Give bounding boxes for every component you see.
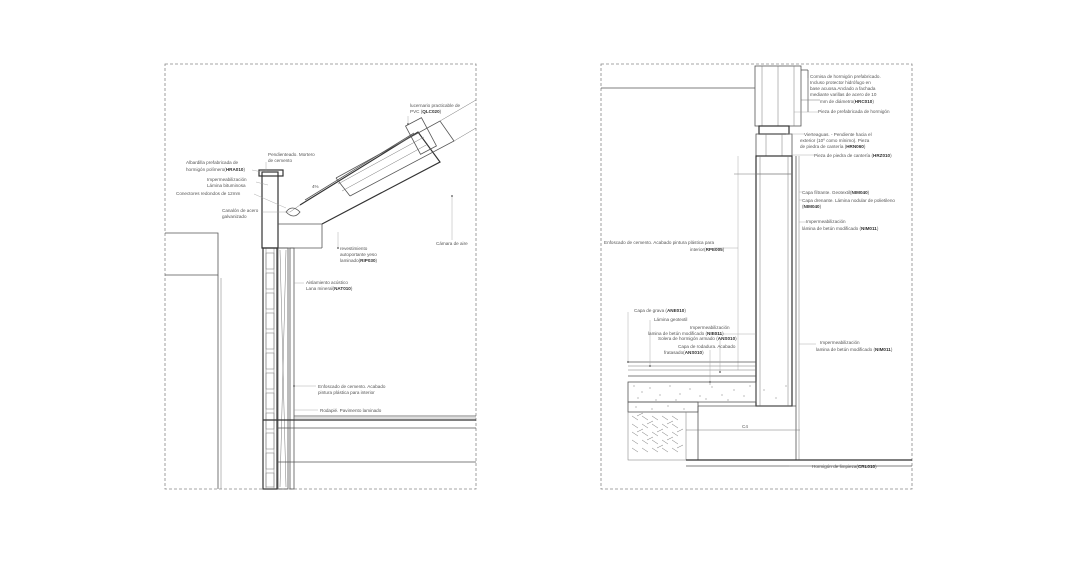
right-soil-hatch xyxy=(627,411,687,461)
right-gravel-fill xyxy=(633,383,787,410)
svg-text:(NIM040): (NIM040) xyxy=(802,204,822,209)
svg-text:de cemento: de cemento xyxy=(268,158,292,163)
svg-text:4%: 4% xyxy=(312,184,319,189)
label-gravel: Capa de grava (ANE010) xyxy=(634,308,686,313)
svg-text:laminado(RIP030): laminado(RIP030) xyxy=(340,258,378,263)
left-wall-section xyxy=(262,247,295,490)
svg-text:lamina de betún modificado (NI: lamina de betún modificado (NIM011) xyxy=(816,347,893,352)
label-wear-layer: Capa de rodadura. Acabado xyxy=(678,344,736,349)
svg-text:mediante varillas de acero de: mediante varillas de acero de 10 xyxy=(810,92,877,97)
label-slab: Solera de hormigón armado (ANS010) xyxy=(658,336,737,341)
svg-text:autoportante yeso: autoportante yeso xyxy=(340,252,377,257)
left-detail-roof-skylight: 4% lucernario practicable de PVC (QLC020… xyxy=(164,63,477,490)
svg-text:lámina de betún modificado (NI: lámina de betún modificado (NIM011) xyxy=(802,226,879,231)
label-gutter: Canalón de acero xyxy=(222,208,259,213)
label-connectors: Conectores redondos de 12mm xyxy=(176,191,241,196)
label-coping: Albardilla prefabricada de xyxy=(186,160,239,165)
label-geotextile: Lámina geotextil xyxy=(654,317,687,322)
label-slope-mortar: Pendienteado. Mortero xyxy=(268,152,315,157)
label-render: Enfoscado de cemento. Acabado xyxy=(318,384,386,389)
label-insulation: Aislamiento acústico xyxy=(306,280,348,285)
right-detail-wall-foundation: C4 xyxy=(600,63,913,490)
svg-text:Lana mineral(NAT010): Lana mineral(NAT010) xyxy=(306,286,353,291)
svg-text:hormigón polímero(HRA010): hormigón polímero(HRA010) xyxy=(186,167,245,172)
left-frame xyxy=(164,63,477,490)
svg-text:exterior (10º como mínimo). Pi: exterior (10º como mínimo). Pieza xyxy=(800,138,870,143)
svg-text:lamina de betún modificado (NI: lamina de betún modificado (NIE011) xyxy=(648,331,724,336)
label-waterproofing: Impermeabilización xyxy=(207,177,247,182)
svg-text:mm de diámetro(HRC010): mm de diámetro(HRC010) xyxy=(820,99,874,104)
svg-text:galvanizado: galvanizado xyxy=(222,214,247,219)
svg-text:interior(RPE005): interior(RPE005) xyxy=(690,247,725,252)
label-waterproof-bottom: Impermeabilización xyxy=(820,340,860,345)
label-waterproof-top: Impermeabilización xyxy=(806,219,846,224)
label-stone-piece: Pieza de piedra de cantería (HRZ010) xyxy=(814,153,892,158)
label-cornice: Cornisa de hormigón prefabricado. xyxy=(810,74,881,79)
svg-text:fratasado(ANS010): fratasado(ANS010) xyxy=(664,350,704,355)
svg-text:pintura plástica para interior: pintura plástica para interior xyxy=(318,390,375,395)
right-annotations: Cornisa de hormigón prefabricado. Inclus… xyxy=(604,74,895,469)
svg-text:PVC (QLC020): PVC (QLC020) xyxy=(410,109,442,114)
left-skylight: 4% xyxy=(289,99,477,225)
left-leader-lines xyxy=(251,116,453,411)
right-retaining-wall xyxy=(734,155,800,460)
left-floor-slab xyxy=(263,415,476,463)
label-air-chamber: Cámara de aire xyxy=(436,241,468,246)
svg-text:Lámina bituminosa: Lámina bituminosa xyxy=(207,183,246,188)
left-annotations: lucernario practicable de PVC (QLC020) P… xyxy=(176,103,468,413)
svg-text:de piedra de cantería (HRN060): de piedra de cantería (HRN060) xyxy=(800,144,866,149)
right-frame xyxy=(600,63,913,490)
label-render-right: Enfoscado de cemento. Acabado pintura pl… xyxy=(604,240,715,245)
label-drip: Vierteaguas. - Pendiente hacia el xyxy=(804,132,872,137)
svg-text:base acuosa.Anclado a fachada: base acuosa.Anclado a fachada xyxy=(810,86,876,91)
label-skirting: Rodapié. Pavimento laminado xyxy=(320,408,382,413)
svg-text:Incluso protector hidrófugo en: Incluso protector hidrófugo en xyxy=(810,80,871,85)
label-precast-piece: Pieza de prefabricada de hormigón xyxy=(818,109,890,114)
label-waterproof-mid: Impermeabilización xyxy=(690,325,730,330)
svg-text:C4: C4 xyxy=(742,424,748,429)
left-exterior-outline xyxy=(165,232,219,276)
label-skylight: lucernario practicable de xyxy=(410,103,460,108)
label-cladding: revestimiento xyxy=(340,246,368,251)
right-leader-lines xyxy=(627,78,818,467)
left-parapet xyxy=(258,169,323,249)
label-drain-layer: Capa drenante. Lámina nodular de polieti… xyxy=(802,198,895,203)
right-floor-layers: C4 xyxy=(627,361,800,460)
label-blinding: Hormigón de limpieza(CRL010) xyxy=(812,464,877,469)
label-filter-layer: Capa filtrante. Geotextil(NIM040) xyxy=(802,190,870,195)
